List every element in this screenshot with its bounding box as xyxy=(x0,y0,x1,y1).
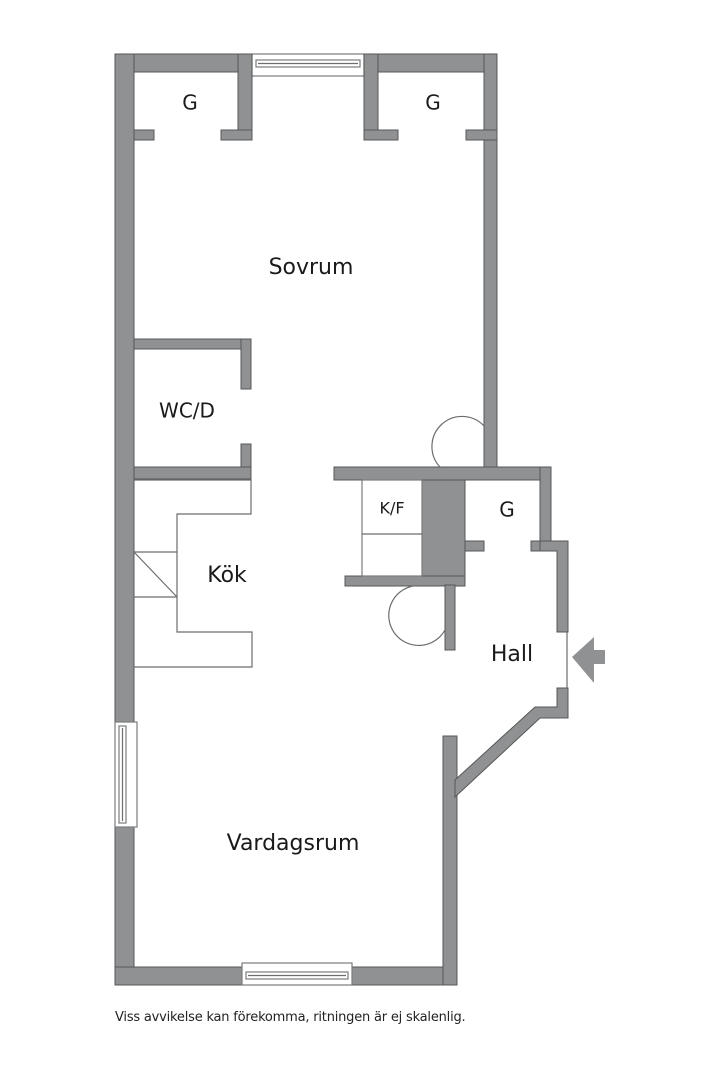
entrance-arrow-icon xyxy=(572,637,605,683)
hall-walls xyxy=(454,540,569,799)
disclaimer-text: Viss avvikelse kan förekomma, ritningen … xyxy=(115,1010,466,1025)
room-label-kf: K/F xyxy=(379,499,404,518)
room-label-vardagsrum: Vardagsrum xyxy=(227,831,360,856)
fridge-freezer xyxy=(361,479,423,577)
core-walls xyxy=(333,466,552,651)
kitchen-counters xyxy=(133,479,253,668)
door-swing-sovrum xyxy=(431,415,485,468)
window-left xyxy=(114,721,138,828)
outer-walls xyxy=(114,53,498,986)
door-swing-hall xyxy=(388,585,446,647)
room-label-wc-d: WC/D xyxy=(159,399,215,423)
room-label-sovrum: Sovrum xyxy=(269,255,354,280)
room-label-garderob-2: G xyxy=(425,91,441,115)
room-label-garderob-1: G xyxy=(182,91,198,115)
closet-walls-top xyxy=(133,53,498,141)
wc-walls xyxy=(133,338,252,480)
room-label-garderob-3: G xyxy=(499,498,515,522)
window-top xyxy=(251,53,365,77)
room-label-kok: Kök xyxy=(207,563,247,588)
window-bottom xyxy=(241,962,353,986)
room-label-hall: Hall xyxy=(491,642,533,667)
